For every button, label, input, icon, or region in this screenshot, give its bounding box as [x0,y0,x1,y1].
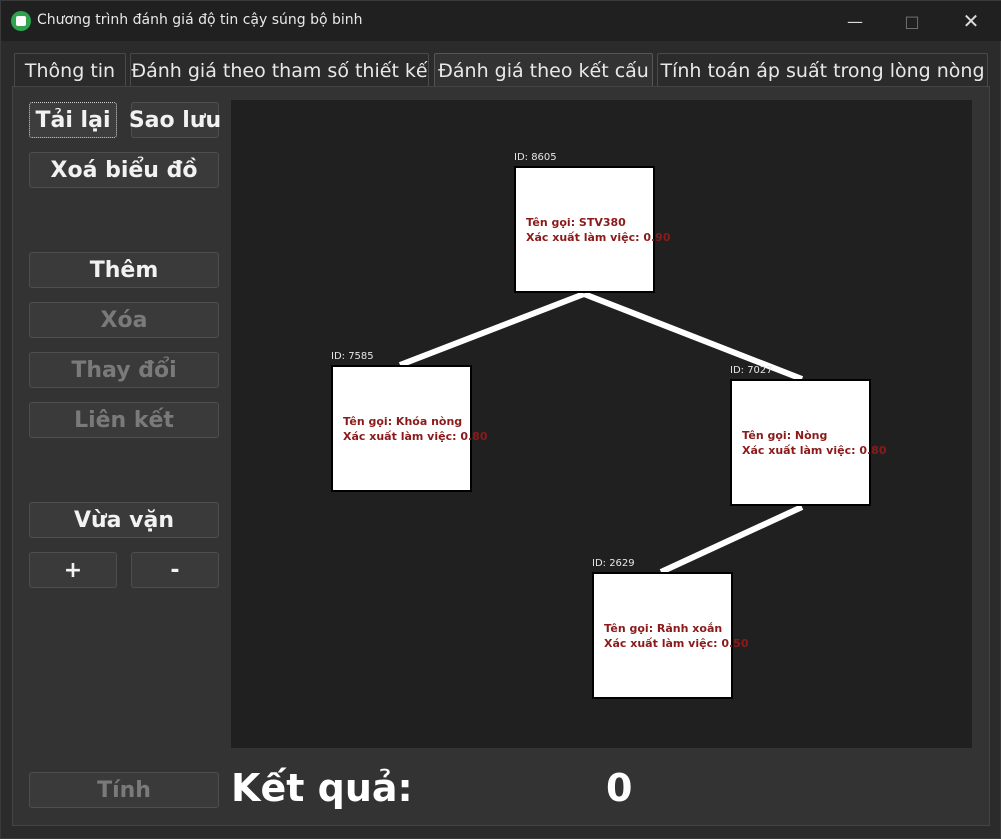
tab-design-params[interactable]: Đánh giá theo tham số thiết kế [130,53,429,87]
link-button[interactable]: Liên kết [29,402,219,438]
tab-structure[interactable]: Đánh giá theo kết cấu [434,53,653,87]
result-value: 0 [606,766,633,810]
delete-button[interactable]: Xóa [29,302,219,338]
diagram-node[interactable]: Tên gọi: Rảnh xoắn Xác xuất làm việc: 0.… [592,572,749,699]
maximize-icon[interactable]: □ [904,11,920,31]
diagram-node[interactable]: Tên gọi: Nòng Xác xuất làm việc: 0.80 [730,379,887,506]
node-probability: Xác xuất làm việc: 0.50 [604,636,749,650]
reload-button[interactable]: Tải lại [29,102,117,138]
window-title: Chương trình đánh giá độ tin cậy súng bộ… [37,12,363,28]
minimize-icon[interactable]: — [847,11,863,31]
node-probability: Xác xuất làm việc: 0.80 [742,443,887,457]
node-id-label: ID: 7027 [730,365,773,376]
diagram-canvas[interactable]: ID: 8605 Tên gọi: STV380 Xác xuất làm vi… [231,100,972,748]
node-probability: Xác xuất làm việc: 0.80 [343,429,488,443]
link-line [398,291,586,368]
link-line [582,291,804,382]
node-id-label: ID: 8605 [514,152,557,163]
diagram-node[interactable]: Tên gọi: Khóa nòng Xác xuất làm việc: 0.… [331,365,488,492]
link-line [659,504,804,575]
fit-button[interactable]: Vừa vặn [29,502,219,538]
result-label: Kết quả: [231,766,413,810]
clear-chart-button[interactable]: Xoá biểu đồ [29,152,219,188]
zoom-out-button[interactable]: - [131,552,219,588]
zoom-in-button[interactable]: + [29,552,117,588]
app-icon [11,11,31,31]
title-bar: Chương trình đánh giá độ tin cậy súng bộ… [1,1,1001,41]
node-name: Tên gọi: Khóa nòng [343,414,463,428]
tab-info[interactable]: Thông tin [14,53,126,87]
close-icon[interactable]: ✕ [962,9,980,33]
node-name: Tên gọi: STV380 [526,215,626,229]
backup-button[interactable]: Sao lưu [129,102,221,138]
node-id-label: ID: 2629 [592,558,635,569]
link-lines [398,291,804,575]
add-button[interactable]: Thêm [29,252,219,288]
modify-button[interactable]: Thay đổi [29,352,219,388]
tab-bore-pressure[interactable]: Tính toán áp suất trong lòng nòng [657,53,988,87]
node-name: Tên gọi: Nòng [742,428,828,442]
compute-button[interactable]: Tính [29,772,219,808]
node-probability: Xác xuất làm việc: 0.90 [526,230,671,244]
diagram-node[interactable]: Tên gọi: STV380 Xác xuất làm việc: 0.90 [514,166,671,293]
node-id-label: ID: 7585 [331,351,374,362]
node-name: Tên gọi: Rảnh xoắn [604,621,723,635]
